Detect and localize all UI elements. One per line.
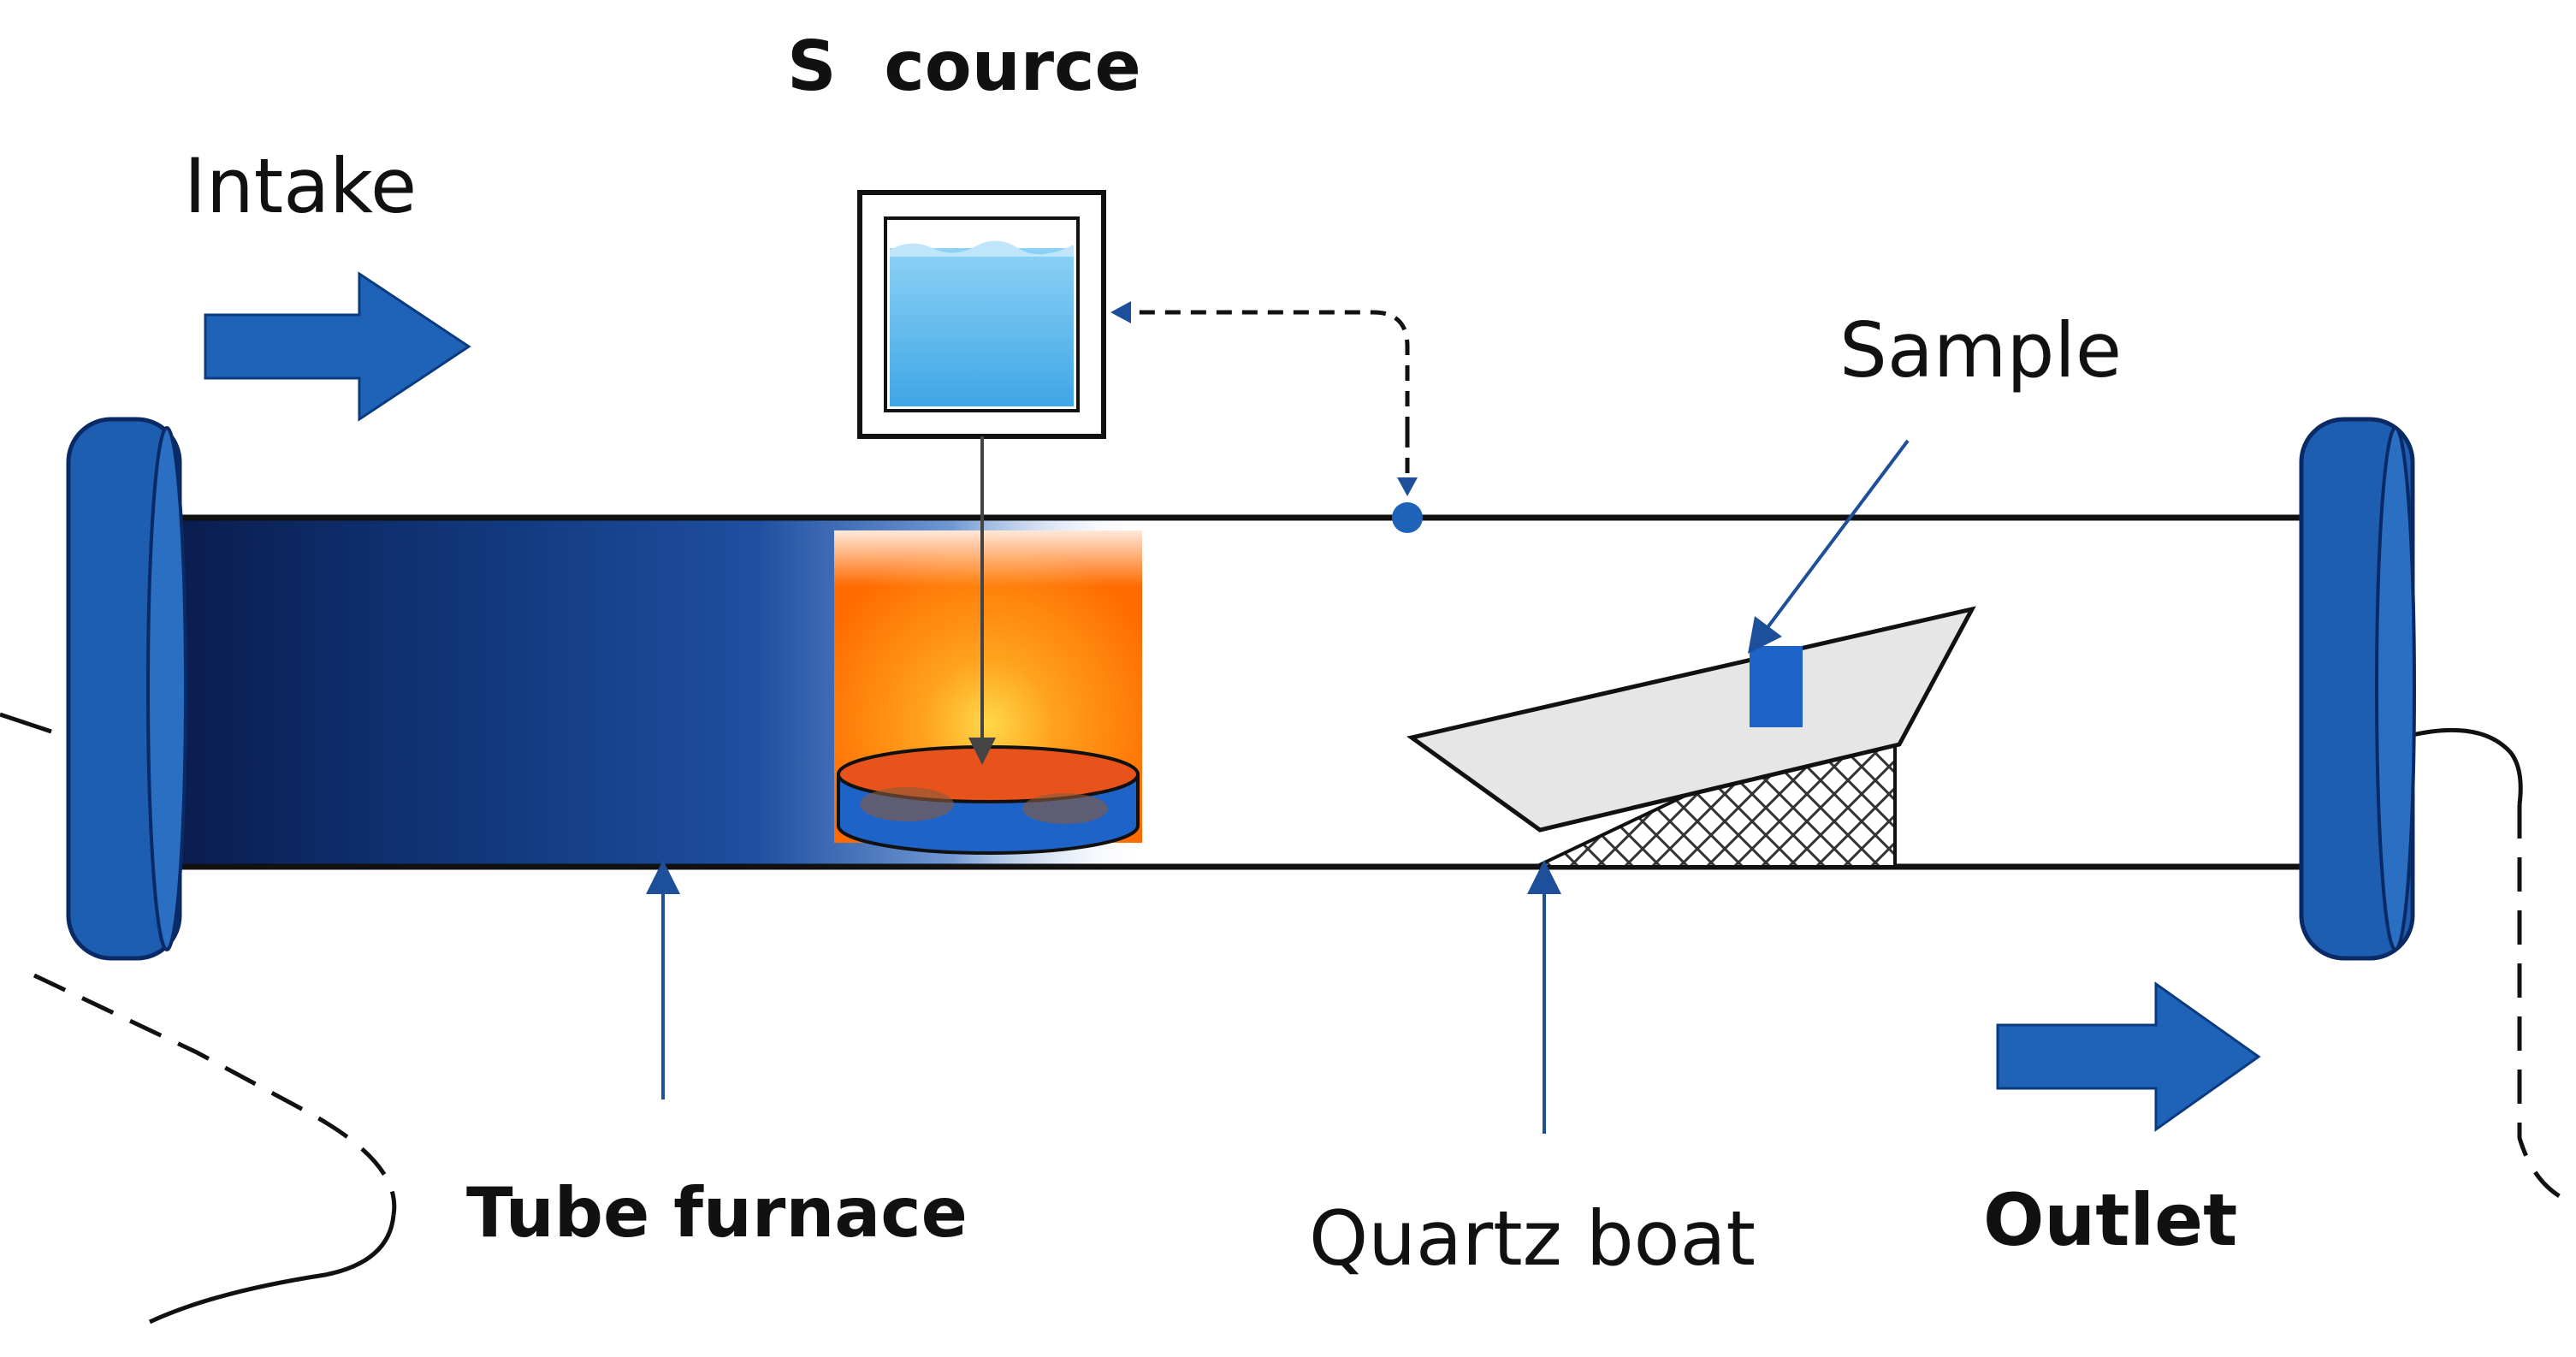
tube-furnace-label: Tube furnace: [466, 1173, 968, 1253]
control-arrow-down: [1397, 477, 1418, 496]
sample-label: Sample: [1839, 306, 2122, 394]
s-source-label: S cource: [787, 27, 1141, 106]
right-wire-dashed: [2517, 804, 2564, 1200]
left-wire-solid: [148, 1214, 396, 1324]
control-arrow-left: [1110, 301, 1131, 323]
intake-label: Intake: [184, 142, 417, 230]
sulfur-crucible: [837, 745, 1140, 855]
left-wire-top: [0, 712, 52, 734]
outlet-label: Outlet: [1983, 1178, 2237, 1262]
sensor-dot: [1392, 502, 1423, 533]
quartz-boat: [1406, 606, 1976, 868]
right-flange: [2299, 417, 2416, 961]
left-wire-dashed: [33, 973, 397, 1216]
intake-arrow: [204, 271, 471, 422]
control-loop: [1121, 310, 1410, 432]
outlet-arrow: [1996, 981, 2261, 1132]
right-wire: [2407, 727, 2523, 805]
sample-pointer: [1747, 439, 1910, 654]
left-flange: [66, 417, 187, 961]
s-source-box: [857, 190, 1106, 439]
quartz-boat-label: Quartz boat: [1309, 1194, 1756, 1283]
sample-chip: [1750, 646, 1803, 727]
